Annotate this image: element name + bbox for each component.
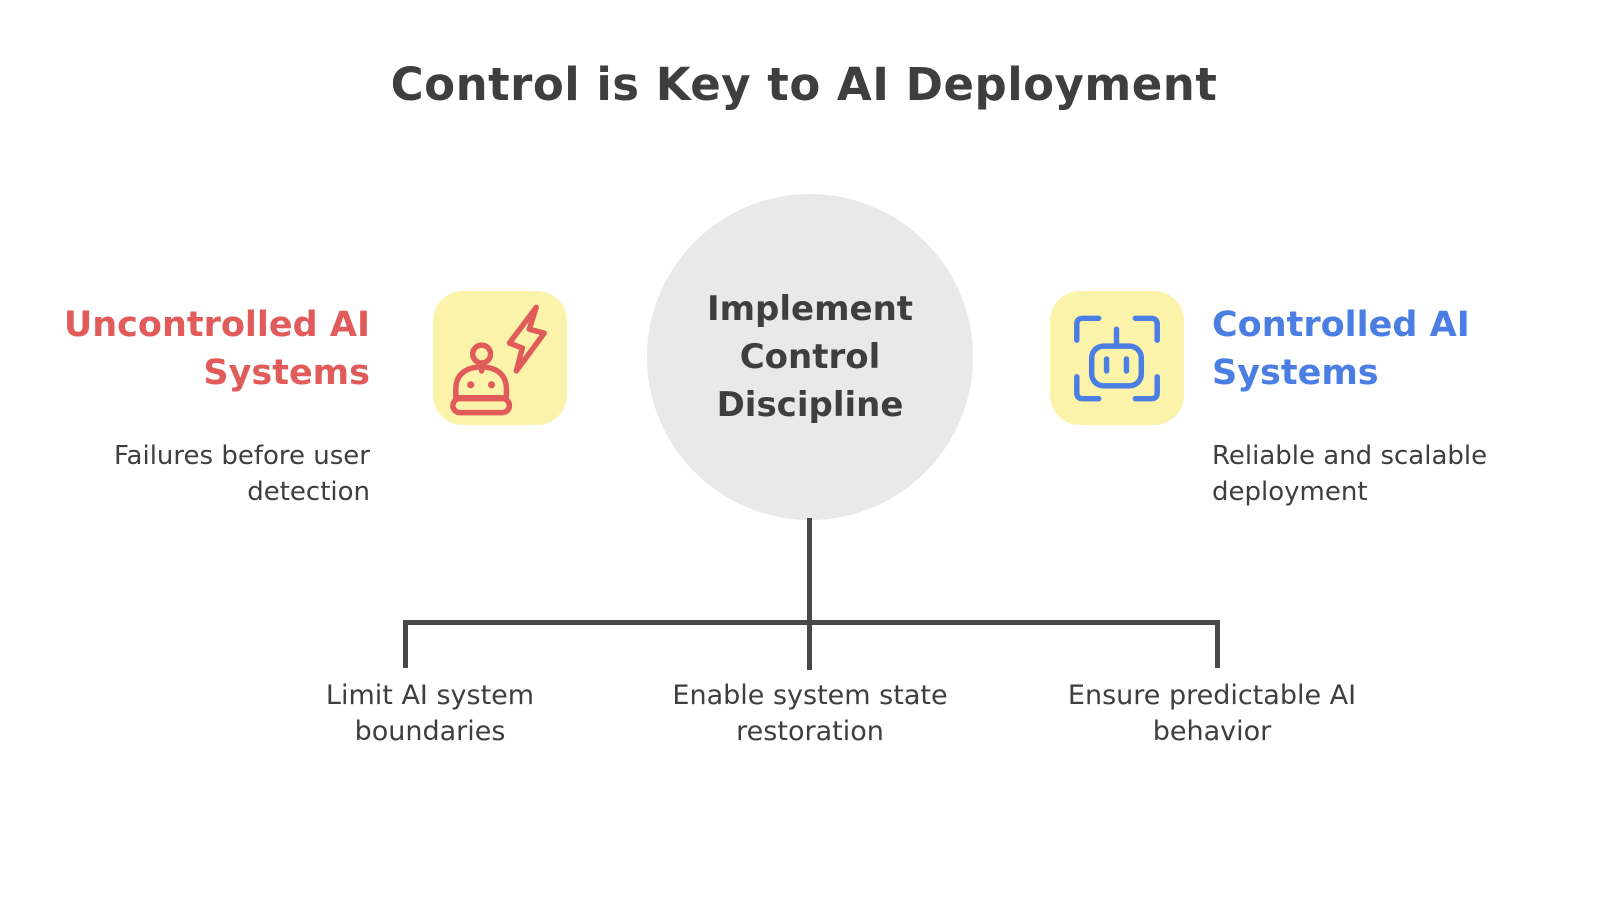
controlled-title: Controlled AI Systems (1212, 305, 1470, 393)
branch-label-limit-boundaries: Limit AI system boundaries (325, 680, 535, 747)
robot-alert-with-lightning-icon (450, 304, 547, 415)
center-circle-label: Implement Control Discipline (706, 288, 914, 426)
robot-scan-icon-box (1050, 291, 1184, 425)
scan-frame-glyph (1074, 315, 1160, 401)
lightning-bolt-icon (506, 304, 547, 374)
connector-stem (807, 518, 812, 670)
controlled-subtitle: Reliable and scalable deployment (1212, 441, 1488, 507)
robot-head-glyph (1088, 325, 1145, 389)
branch-label-state-restoration: Enable system state restoration (672, 680, 948, 747)
branch-label-predictable-behavior: Ensure predictable AI behavior (1067, 680, 1357, 747)
center-circle: Implement Control Discipline (647, 194, 973, 520)
uncontrolled-subtitle: Failures before user detection (113, 441, 370, 507)
connector-drop-left (403, 620, 408, 668)
page-title: Control is Key to AI Deployment (390, 58, 1218, 111)
robot-alert-icon-box (433, 291, 567, 425)
controlled-section: Controlled AI Systems Reliable and scala… (1212, 283, 1557, 529)
robot-scan-frame-icon (1074, 315, 1160, 401)
connector-drop-right (1215, 620, 1220, 668)
uncontrolled-title: Uncontrolled AI Systems (63, 305, 370, 393)
robot-glyph (450, 341, 513, 415)
connector-horizontal-bar (403, 620, 1220, 625)
uncontrolled-section: Uncontrolled AI Systems Failures before … (40, 283, 370, 529)
